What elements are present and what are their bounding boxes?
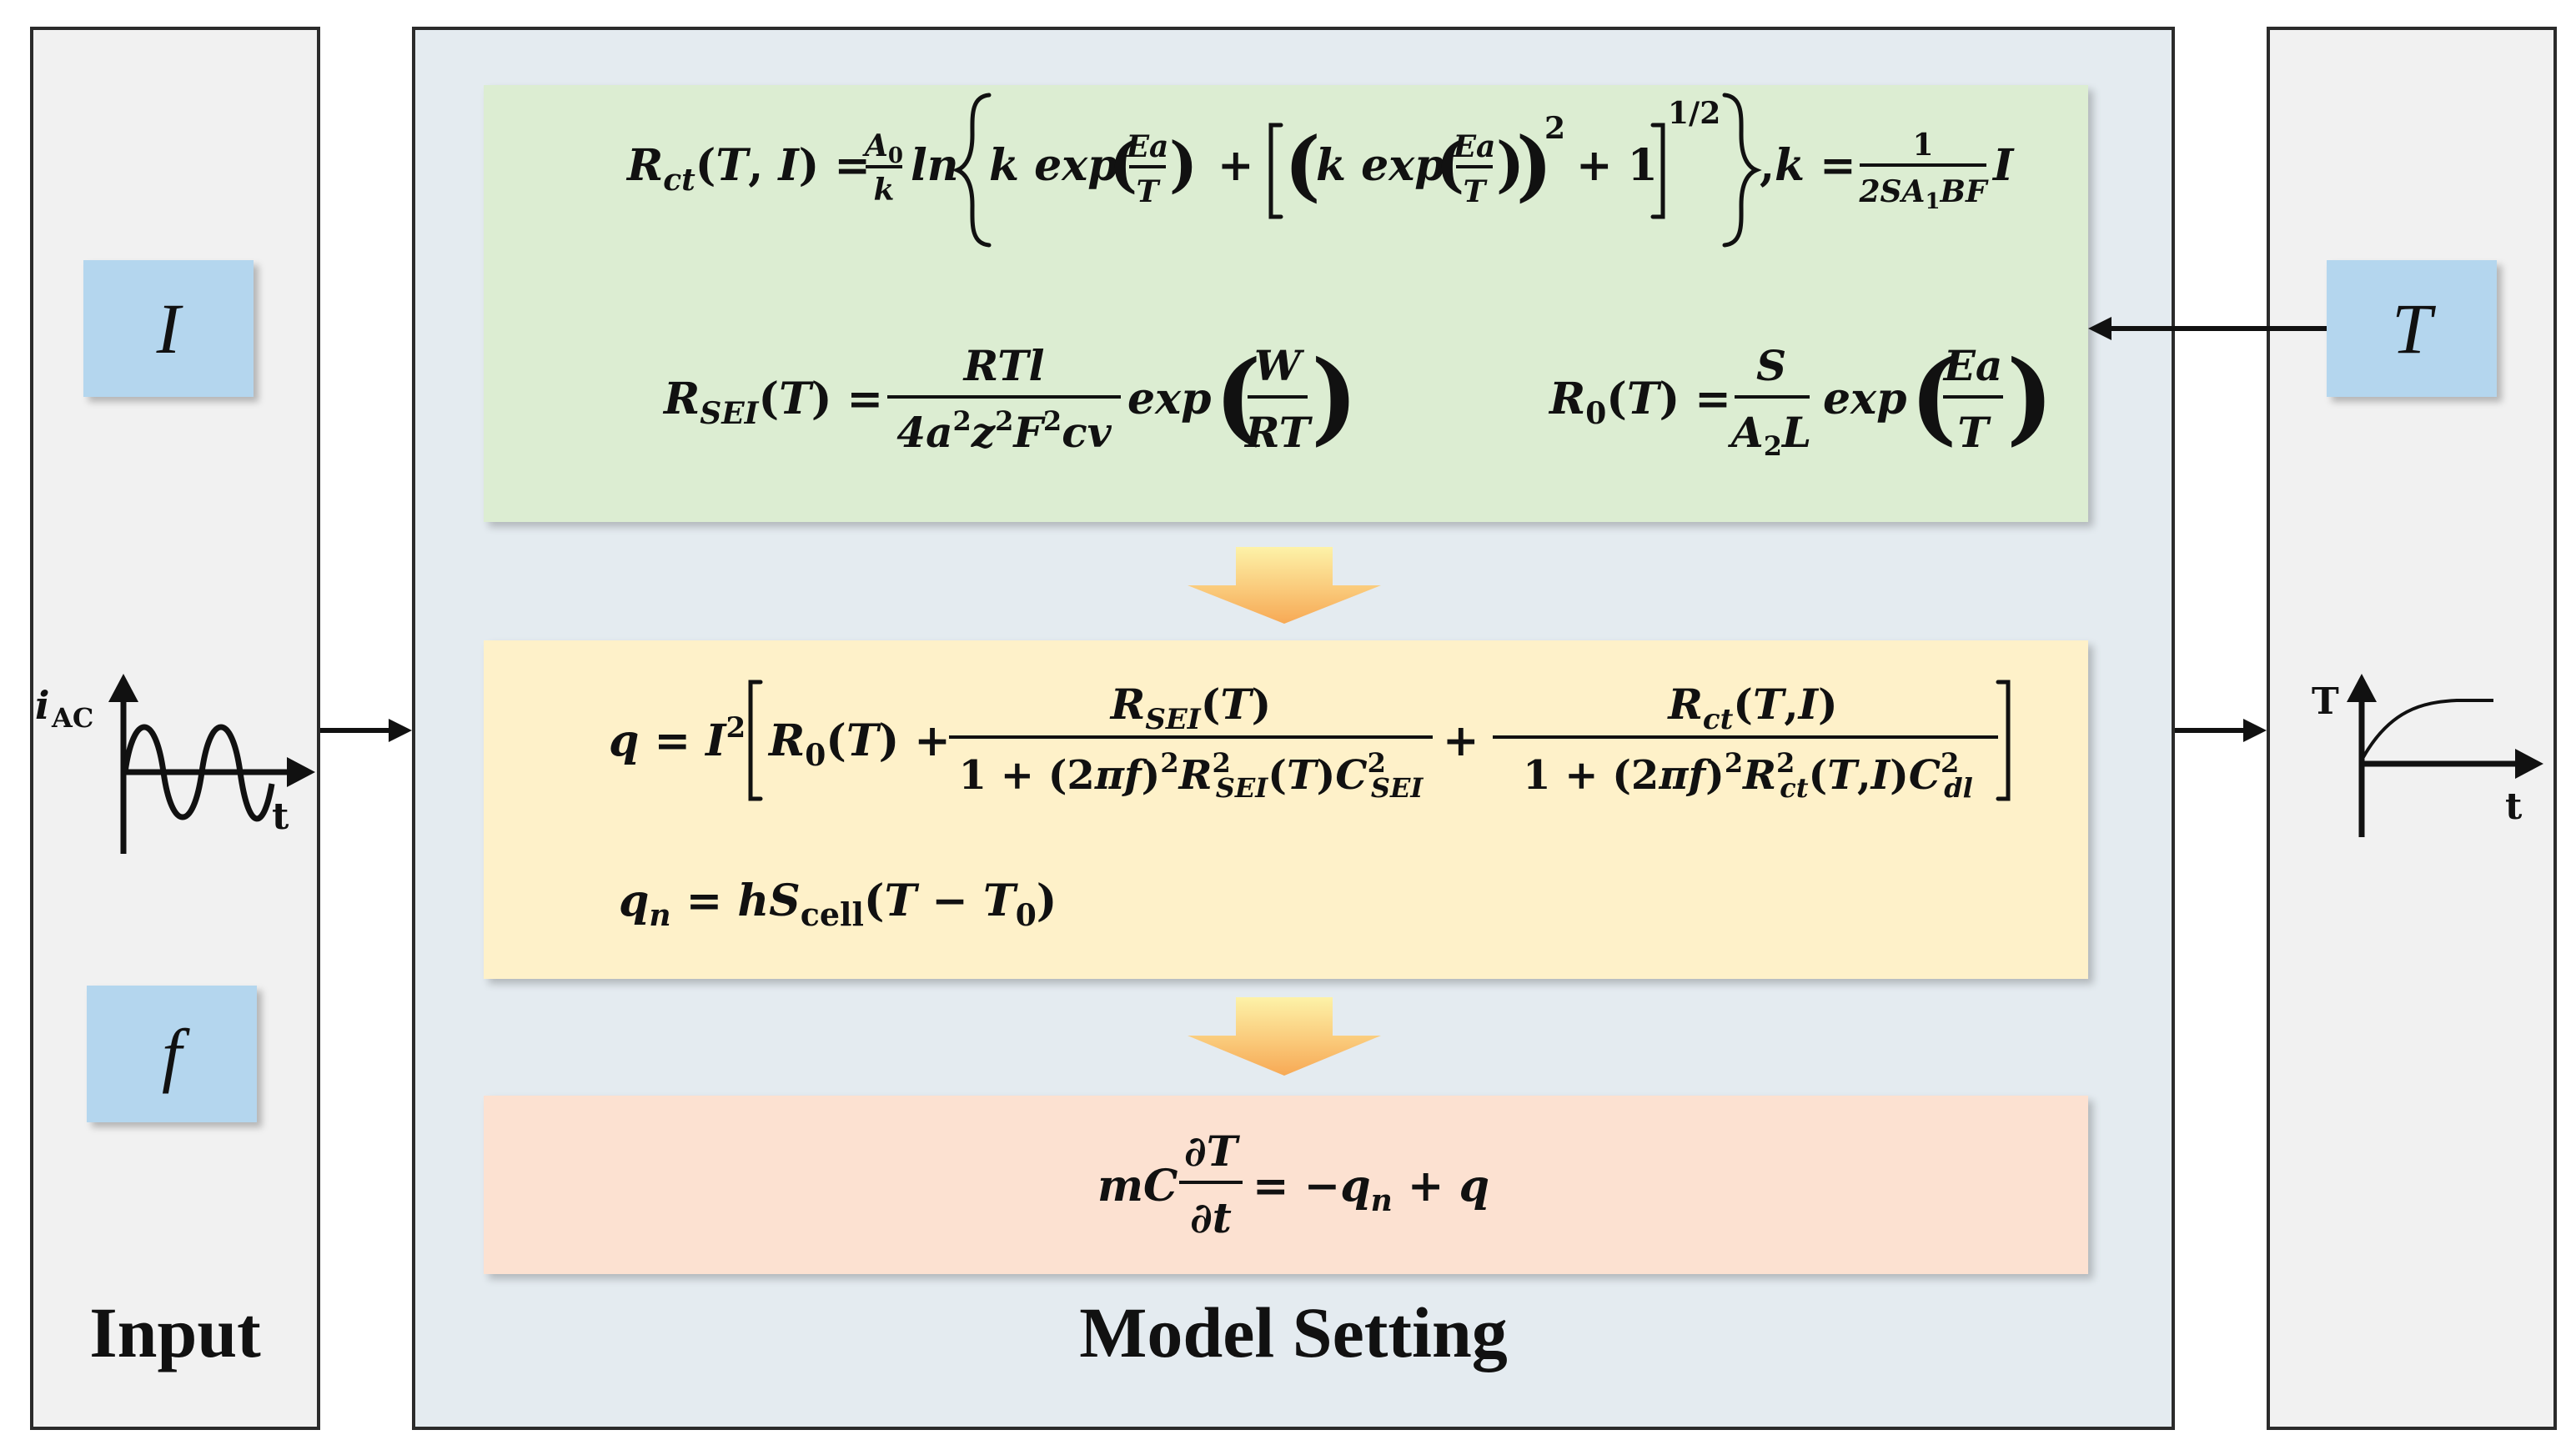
svg-text:): ) [2006,339,2054,456]
svg-text:R0(T) =: R0(T) = [1548,374,1731,431]
svg-text:exp: exp [1127,374,1211,424]
svg-text:,: , [1760,140,1775,191]
energy-balance-box [484,1096,2088,1274]
svg-text:R0(T) +: R0(T) + [767,715,951,773]
svg-text:k exp: k exp [989,140,1118,191]
svg-text:W: W [1254,341,1305,390]
svg-text:(: ( [1284,120,1321,210]
svg-text:mC: mC [1097,1161,1178,1212]
rsei-equation: RSEI(T) = RTl 4a2z2F2cv exp ( W RT ) [662,339,1358,457]
svg-text:A2L: A2L [1728,408,1811,462]
current-input-box: I [83,260,254,397]
svg-text:): ) [1311,339,1358,456]
svg-text:(: ( [1109,128,1137,199]
energy-balance-equation: mC ∂T ∂t = −qn + q [1097,1126,1489,1242]
svg-text:∂T: ∂T [1184,1126,1241,1176]
response-xlabel: t [2505,785,2523,828]
svg-text:4a2z2F2cv: 4a2z2F2cv [896,405,1112,457]
svg-text:RSEI(T): RSEI(T) [1109,680,1272,736]
svg-text:1: 1 [1912,128,1933,163]
gradient-down-arrow-icon [1188,547,1381,624]
svg-text:k =: k = [1775,140,1856,191]
waveform-xlabel: t [272,795,289,838]
svg-text:Ea: Ea [1453,129,1496,164]
r0-equation: R0(T) = S A2L exp ( Ea T ) [1548,339,2054,462]
svg-text:Ea: Ea [1942,341,2003,390]
svg-text:): ) [1516,120,1553,210]
svg-text:RTl: RTl [962,341,1045,390]
svg-text:Rct(T, I) =: Rct(T, I) = [625,140,871,198]
svg-text:qn = hScell(T − T0): qn = hScell(T − T0) [619,876,1057,933]
svg-text:2SA1BF: 2SA1BF [1858,174,1989,214]
temperature-symbol: T [2392,288,2432,369]
input-label: Input [89,1292,261,1372]
svg-text:+: + [1218,140,1254,191]
svg-text:+ 1: + 1 [1576,140,1658,191]
rct-equation: Rct(T, I) = A0 k ln k exp ( Ea T ) + ( k… [625,93,2015,248]
model-setting-label: Model Setting [1079,1292,1508,1372]
temperature-rise-curve-icon: T t [2312,674,2543,837]
current-symbol: I [156,288,181,369]
temperature-box: T [2327,260,2497,397]
svg-text:A0: A0 [862,128,903,168]
svg-text:1/2: 1/2 [1668,96,1720,131]
waveform-ylabel-sub: AC [51,702,93,734]
svg-text:+: + [1443,715,1479,766]
svg-text:ln: ln [911,140,959,191]
svg-text:= −qn + q: = −qn + q [1253,1161,1489,1218]
svg-text:RT: RT [1243,408,1313,457]
svg-text:∂t: ∂t [1190,1193,1232,1242]
gradient-down-arrow-icon [1188,997,1381,1076]
svg-text:T: T [1137,174,1161,209]
svg-text:): ) [1169,128,1198,199]
svg-text:2: 2 [1544,111,1565,146]
temperature-feedback-arrow [2088,317,2327,340]
svg-text:Ea: Ea [1126,129,1169,164]
svg-text:Rct(T,I): Rct(T,I) [1666,680,1837,736]
frequency-symbol: f [162,1014,182,1094]
svg-text:): ) [1496,128,1524,199]
svg-text:q = I2: q = I2 [609,711,746,766]
svg-text:S: S [1756,341,1786,390]
svg-text:T: T [1464,174,1488,209]
svg-text:I: I [1991,140,2015,191]
svg-text:k exp: k exp [1316,140,1445,191]
svg-text:k: k [874,173,895,208]
model-to-output-arrow [2175,719,2267,742]
resistance-equations-box [484,85,2088,522]
frequency-input-box: f [87,986,257,1122]
heat-dissipation-equation: qn = hScell(T − T0) [619,876,1057,933]
svg-text:(: ( [1436,128,1464,199]
sine-waveform-icon: i AC t [35,674,315,854]
svg-text:T: T [1957,408,1991,457]
waveform-ylabel: i [35,683,49,728]
svg-text:exp: exp [1823,374,1906,424]
svg-text:RSEI(T) =: RSEI(T) = [662,374,883,431]
response-ylabel: T [2312,680,2339,723]
input-to-model-arrow [320,719,412,742]
